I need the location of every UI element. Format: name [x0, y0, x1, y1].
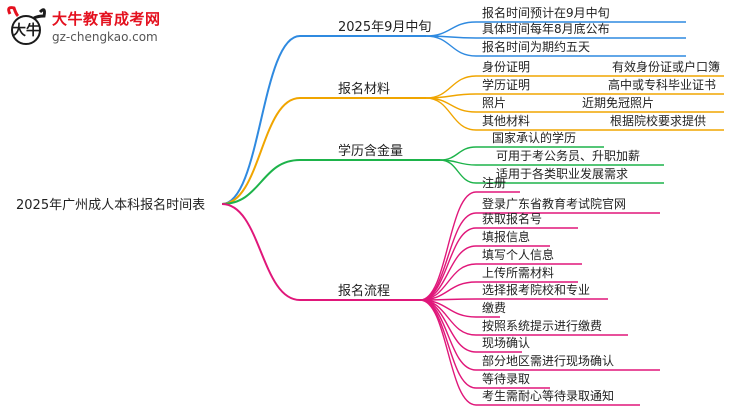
leaf-detail-1-3: 根据院校要求提供 — [610, 113, 706, 128]
leaf-label-0-2: 报名时间为期约五天 — [482, 39, 590, 54]
svg-text:大牛: 大牛 — [12, 22, 40, 39]
leaf-label-3-7: 缴费 — [482, 300, 506, 315]
leaf-label-2-1: 可用于考公务员、升职加薪 — [496, 148, 640, 163]
logo-title: 大牛教育成考网 — [52, 10, 161, 28]
leaf-link-3-3 — [419, 245, 477, 301]
leaf-label-0-0: 报名时间预计在9月中旬 — [482, 5, 610, 20]
leaf-link-3-8 — [419, 299, 477, 336]
branch-link-1 — [221, 97, 301, 205]
leaf-label-2-2: 适用于各类职业发展需求 — [496, 166, 628, 181]
leaf-link-3-12 — [419, 299, 477, 406]
branch-label-0: 2025年9月中旬 — [338, 20, 431, 35]
leaf-label-1-3: 其他材料 — [482, 114, 530, 128]
leaf-detail-1-0: 有效身份证或户口簿 — [612, 59, 720, 74]
branch-label-1: 报名材料 — [338, 81, 390, 97]
leaf-link-0-2 — [425, 35, 477, 57]
leaf-link-1-1 — [425, 93, 477, 99]
leaf-label-3-6: 选择报考院校和专业 — [482, 282, 590, 297]
branch-link-0 — [221, 35, 301, 205]
leaf-link-1-3 — [425, 97, 477, 131]
leaf-label-2-0: 国家承认的学历 — [492, 130, 576, 145]
leaf-label-3-9: 现场确认 — [482, 336, 530, 350]
leaf-label-3-5: 上传所需材料 — [482, 265, 554, 280]
branch-label-3: 报名流程 — [338, 283, 390, 299]
leaf-label-3-11: 等待录取 — [482, 372, 530, 386]
leaf-label-3-3: 填报信息 — [482, 229, 530, 244]
logo[interactable]: 大牛 大牛教育成考网 gz-chengkao.com — [4, 4, 204, 54]
leaf-detail-1-1: 高中或专科毕业证书 — [608, 77, 716, 92]
leaf-label-3-0: 注册 — [482, 175, 506, 190]
leaf-label-1-0: 身份证明 — [482, 59, 530, 74]
mindmap-links — [221, 21, 724, 406]
leaf-label-3-12: 考生需耐心等待录取通知 — [482, 389, 614, 403]
leaf-link-1-2 — [425, 97, 477, 113]
leaf-label-3-8: 按照系统提示进行缴费 — [482, 318, 602, 333]
leaf-label-0-1: 具体时间每年8月底公布 — [482, 21, 610, 36]
leaf-label-3-2: 获取报名号 — [482, 211, 542, 226]
branch-link-3 — [221, 203, 301, 301]
branch-link-2 — [221, 159, 301, 205]
leaf-link-3-0 — [419, 191, 477, 301]
mindmap-nodes: 2025年广州成人本科报名时间表 2025年9月中旬 报名时间预计在9月中旬具体时间… — [16, 5, 720, 403]
leaf-link-3-11 — [419, 299, 477, 389]
leaf-link-3-2 — [419, 227, 477, 301]
leaf-label-3-10: 部分地区需进行现场确认 — [482, 353, 614, 368]
leaf-link-0-0 — [425, 21, 477, 37]
leaf-link-3-10 — [419, 299, 477, 371]
leaf-link-2-2 — [439, 159, 477, 184]
leaf-detail-1-2: 近期免冠照片 — [582, 95, 654, 110]
logo-subtitle: gz-chengkao.com — [52, 30, 158, 44]
leaf-link-3-1 — [419, 212, 477, 301]
leaf-label-1-1: 学历证明 — [482, 77, 530, 92]
root-node-label: 2025年广州成人本科报名时间表 — [16, 197, 205, 213]
leaf-link-2-0 — [439, 146, 477, 161]
leaf-label-3-4: 填写个人信息 — [482, 247, 554, 262]
branch-label-2: 学历含金量 — [338, 143, 403, 159]
leaf-label-3-1: 登录广东省教育考试院官网 — [482, 196, 626, 211]
bull-logo-icon: 大牛 — [7, 6, 46, 45]
leaf-label-1-2: 照片 — [482, 96, 506, 110]
